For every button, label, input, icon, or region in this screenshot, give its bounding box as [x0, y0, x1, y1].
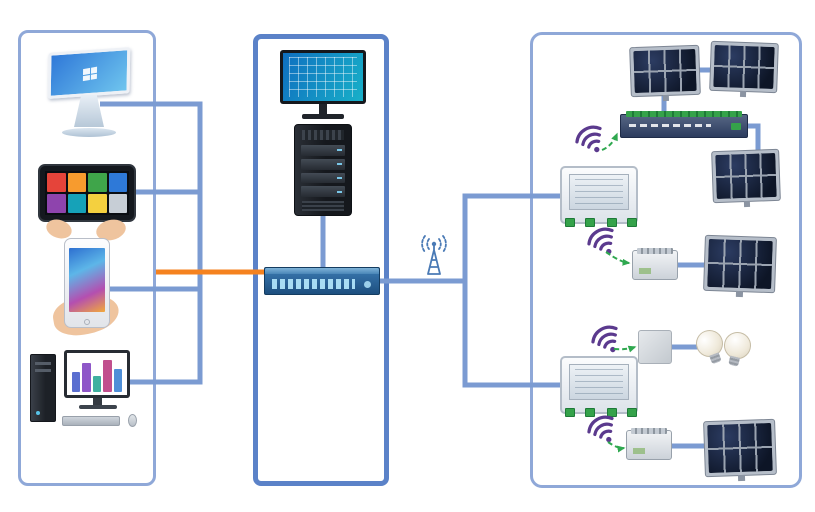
terminal-block: [565, 408, 575, 417]
tablet-screen: [45, 171, 129, 215]
home-button: [84, 319, 90, 325]
floodlight-2: [709, 40, 779, 94]
terminal-block: [627, 408, 637, 417]
light-bulb: [692, 326, 727, 361]
light-bulb: [721, 329, 754, 362]
app-tile: [88, 173, 107, 192]
gateway-panel-2: [560, 356, 638, 417]
sensor-box: [638, 330, 672, 364]
terminal-blocks: [626, 111, 742, 117]
app-tile: [47, 173, 66, 192]
terminal-block: [565, 218, 575, 227]
terminal-block: [607, 218, 617, 227]
monitor-bezel: [280, 50, 366, 104]
windows-logo-icon: [82, 66, 98, 82]
light-bulbs: [692, 326, 756, 374]
phone-screen: [69, 248, 105, 312]
drive-bay: [301, 172, 345, 184]
management-monitor: [280, 50, 366, 122]
drive-bay: [301, 158, 345, 170]
mouse: [128, 414, 137, 427]
pc-monitor-screen: [67, 353, 127, 395]
server-drive-bays: [301, 145, 345, 197]
app-tile: [108, 173, 127, 192]
tablet: [38, 160, 136, 244]
monitor-base: [79, 405, 117, 409]
pc-tower: [30, 354, 56, 422]
controller-led: [731, 123, 741, 130]
terminal-block: [627, 218, 637, 227]
chart-bar: [72, 372, 81, 392]
drive-bay: [301, 186, 345, 197]
floodlight-1: [629, 44, 701, 98]
gateway-panel-1: [560, 166, 638, 227]
lighting-panel: [530, 32, 802, 488]
floodlight-3: [711, 148, 781, 204]
ethernet-switch: [264, 267, 380, 295]
monitor-stand: [319, 104, 327, 114]
dmx-floodlight3-line: [744, 123, 761, 154]
touch-kiosk: [44, 47, 136, 144]
tablet-body: [38, 164, 136, 222]
floodlight-led-grid: [633, 48, 697, 94]
app-tile: [88, 194, 107, 213]
server-panel: [253, 34, 389, 486]
chart-bar: [82, 363, 91, 392]
switch-led: [364, 281, 371, 288]
inline-controller-2: [626, 428, 672, 460]
floodlight-led-grid: [707, 422, 773, 474]
kiosk-screen: [47, 47, 131, 99]
phone-body: [64, 238, 110, 328]
floodlight-led-grid: [713, 44, 775, 90]
kiosk-base: [62, 128, 116, 137]
terminal-block: [585, 218, 595, 227]
monitor-base: [302, 114, 344, 119]
floodlight-led-grid: [715, 152, 777, 200]
keyboard: [62, 416, 120, 426]
terminal-block: [585, 408, 595, 417]
app-tile: [67, 173, 86, 192]
smartphone: [50, 238, 122, 340]
switch-ports: [272, 279, 355, 289]
gateway-screen: [569, 364, 629, 400]
app-tile: [47, 194, 66, 213]
dmx-controller: [620, 111, 748, 138]
app-tile: [108, 194, 127, 213]
monitor-stand: [93, 398, 102, 405]
controller-label-text: [629, 124, 711, 127]
clients-panel: [18, 30, 156, 486]
gateway-screen: [569, 174, 629, 210]
chart-bar: [103, 360, 112, 392]
chart-bar: [113, 368, 123, 392]
inline-controller-1: [632, 248, 678, 280]
terminal-block: [607, 408, 617, 417]
chart-bar: [92, 375, 102, 392]
pc-monitor: [64, 350, 130, 398]
tower-server: [294, 124, 352, 216]
monitor-screen: [283, 53, 363, 101]
drive-bay: [301, 145, 345, 156]
desktop-pc: [28, 348, 146, 444]
floodlight-led-grid: [707, 238, 773, 290]
kiosk-pedestal: [74, 95, 104, 127]
floodlight-5: [703, 418, 777, 478]
floodlight-4: [703, 234, 777, 294]
app-tile: [67, 194, 86, 213]
